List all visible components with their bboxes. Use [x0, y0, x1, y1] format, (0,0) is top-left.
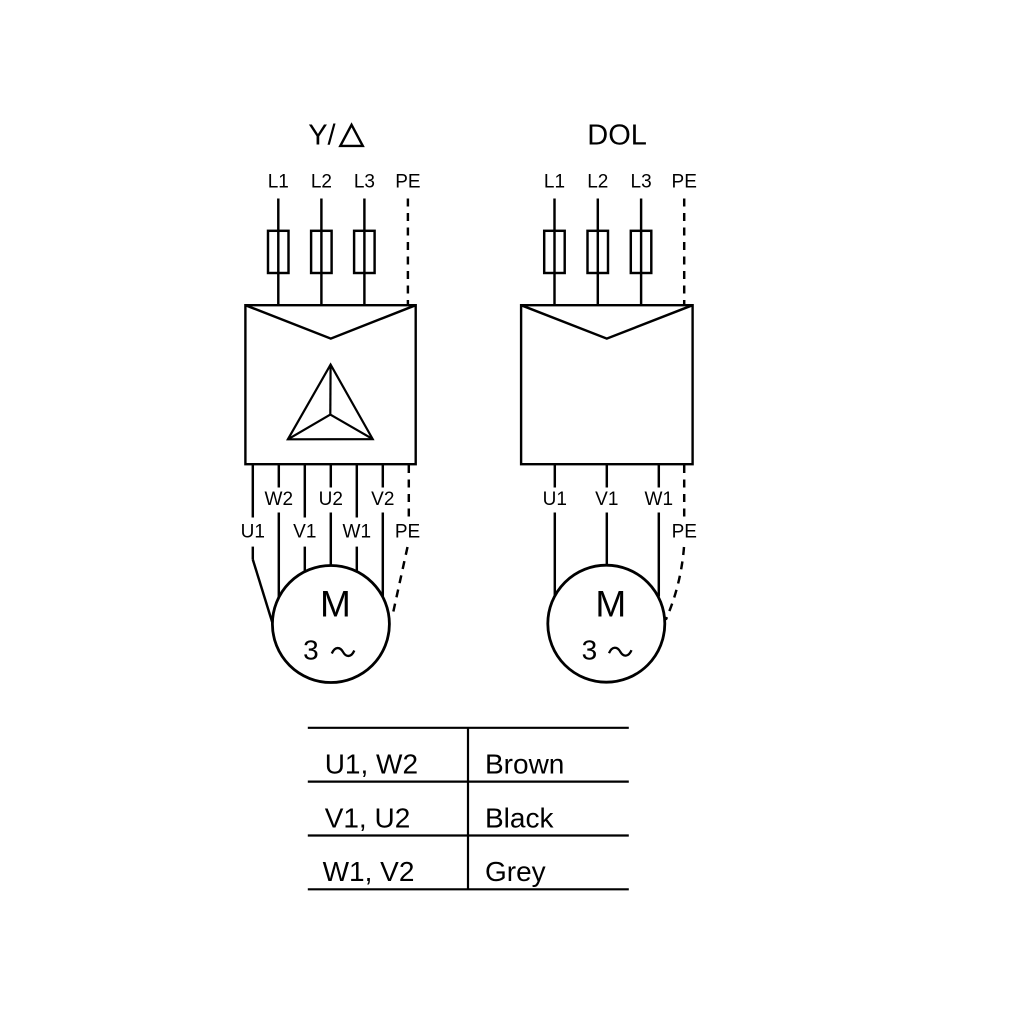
- svg-text:Black: Black: [485, 802, 554, 833]
- svg-text:V1: V1: [595, 489, 618, 510]
- svg-text:L1: L1: [544, 171, 565, 192]
- svg-text:DOL: DOL: [587, 120, 647, 152]
- svg-text:W2: W2: [265, 489, 294, 510]
- svg-text:PE: PE: [395, 171, 420, 192]
- svg-text:M: M: [595, 584, 626, 625]
- svg-text:PE: PE: [672, 522, 697, 543]
- svg-text:W1: W1: [343, 522, 372, 543]
- svg-text:W1, V2: W1, V2: [323, 856, 415, 887]
- svg-text:L2: L2: [587, 171, 608, 192]
- svg-text:V2: V2: [371, 489, 394, 510]
- svg-text:Y/: Y/: [308, 120, 336, 152]
- svg-text:U1: U1: [241, 522, 265, 543]
- svg-text:L3: L3: [631, 171, 652, 192]
- svg-text:PE: PE: [395, 522, 420, 543]
- svg-text:M: M: [320, 584, 351, 625]
- svg-text:V1, U2: V1, U2: [325, 802, 411, 833]
- svg-text:Brown: Brown: [485, 748, 564, 779]
- svg-text:U1: U1: [543, 489, 567, 510]
- svg-text:Grey: Grey: [485, 856, 546, 887]
- svg-text:3: 3: [582, 634, 598, 665]
- svg-text:L3: L3: [354, 171, 375, 192]
- svg-text:L1: L1: [268, 171, 289, 192]
- svg-text:U1, W2: U1, W2: [325, 748, 418, 779]
- svg-text:W1: W1: [645, 489, 674, 510]
- svg-text:U2: U2: [319, 489, 343, 510]
- svg-text:3: 3: [303, 634, 319, 665]
- svg-text:V1: V1: [293, 522, 316, 543]
- svg-text:PE: PE: [672, 171, 697, 192]
- svg-text:L2: L2: [311, 171, 332, 192]
